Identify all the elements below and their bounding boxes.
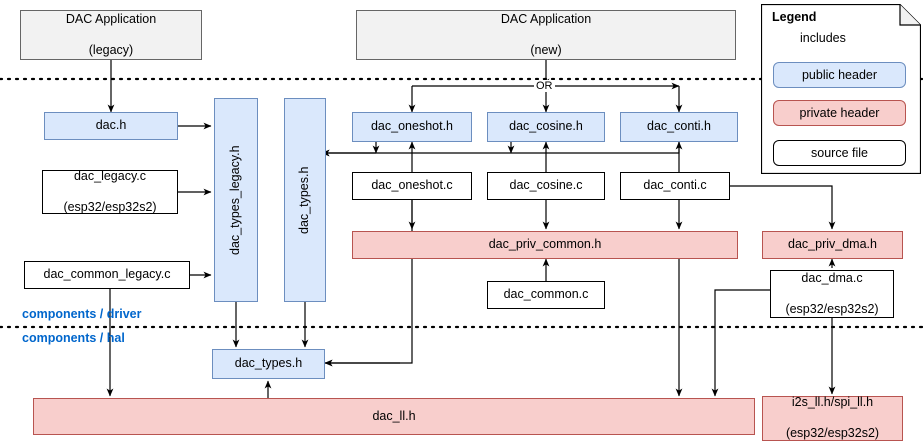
- node-label: dac_common.c: [503, 287, 589, 302]
- node-label: dac_cosine.h: [509, 119, 583, 134]
- node-dac-conti-h[interactable]: dac_conti.h: [620, 112, 738, 142]
- node-label: dac_ll.h: [372, 408, 416, 423]
- node-label: dac_types.h: [234, 356, 303, 371]
- node-dac-oneshot-c[interactable]: dac_oneshot.c: [352, 172, 472, 200]
- node-app-legacy[interactable]: DAC Application (legacy): [20, 10, 202, 60]
- legend-item-label: source file: [811, 146, 868, 160]
- node-i2s-spi-ll-h[interactable]: i2s_ll.h/spi_ll.h (esp32/esp32s2): [762, 395, 903, 441]
- zone-label-hal: components / hal: [22, 331, 125, 345]
- node-dac-dma-c[interactable]: dac_dma.c (esp32/esp32s2): [770, 270, 894, 318]
- node-sublabel: (legacy): [88, 42, 134, 57]
- legend-panel: [761, 4, 921, 174]
- edge-dac_oneshot_c-dac_types_h_hal: [324, 200, 413, 367]
- node-label: DAC Application: [500, 11, 592, 26]
- node-label: dac_conti.c: [643, 178, 707, 193]
- node-dac-types-h-hal[interactable]: dac_types.h: [212, 349, 325, 379]
- node-dac-common-legacy-c[interactable]: dac_common_legacy.c: [24, 261, 190, 289]
- node-dac-cosine-c[interactable]: dac_cosine.c: [487, 172, 605, 200]
- node-dac-oneshot-h[interactable]: dac_oneshot.h: [352, 112, 472, 142]
- legend-item-label: public header: [801, 68, 878, 82]
- node-dac-conti-c[interactable]: dac_conti.c: [620, 172, 730, 200]
- legend-item-source-file: source file: [773, 140, 906, 166]
- node-sublabel: (esp32/esp32s2): [63, 199, 157, 214]
- node-dac-ll-h[interactable]: dac_ll.h: [33, 398, 755, 435]
- node-label: dac.h: [95, 118, 127, 133]
- node-label: dac_oneshot.c: [371, 178, 453, 193]
- node-label: dac_legacy.c: [73, 168, 147, 183]
- legend-title: Legend: [772, 10, 817, 24]
- legend-item-public-header: public header: [773, 62, 906, 88]
- node-label: dac_priv_common.h: [488, 237, 602, 252]
- node-sublabel: (esp32/esp32s2): [785, 301, 879, 316]
- node-app-new[interactable]: DAC Application (new): [356, 10, 736, 60]
- node-label: dac_oneshot.h: [370, 119, 453, 134]
- node-label: dac_cosine.c: [509, 178, 583, 193]
- legend-item-label: private header: [799, 106, 880, 120]
- node-label: dac_types_legacy.h: [228, 145, 243, 255]
- node-dac-types-h-driver[interactable]: dac_types.h: [284, 98, 326, 302]
- node-label: dac_types.h: [297, 166, 312, 234]
- node-label: dac_common_legacy.c: [43, 267, 171, 282]
- node-label: dac_dma.c: [801, 270, 863, 285]
- zone-label-driver: components / driver: [22, 307, 142, 321]
- node-dac-legacy-c[interactable]: dac_legacy.c (esp32/esp32s2): [42, 168, 178, 214]
- legend-includes-label: includes: [800, 31, 846, 45]
- node-dac-types-legacy-h[interactable]: dac_types_legacy.h: [214, 98, 258, 302]
- node-dac-common-c[interactable]: dac_common.c: [487, 281, 605, 309]
- node-sublabel: (new): [530, 42, 562, 57]
- node-dac-cosine-h[interactable]: dac_cosine.h: [487, 112, 605, 142]
- node-dac-priv-common-h[interactable]: dac_priv_common.h: [352, 231, 738, 259]
- node-label: dac_conti.h: [647, 119, 711, 134]
- node-label: DAC Application: [65, 11, 157, 26]
- node-sublabel: (esp32/esp32s2): [785, 426, 880, 441]
- node-dac-h[interactable]: dac.h: [44, 112, 178, 140]
- legend-item-private-header: private header: [773, 100, 906, 126]
- or-label: OR: [534, 80, 555, 92]
- node-dac-priv-dma-h[interactable]: dac_priv_dma.h: [762, 231, 903, 259]
- edge-dac_conti_c-dac_priv_dma_h: [730, 185, 836, 230]
- edge-dac_dma_c-dac_ll_h: [711, 289, 772, 397]
- node-label: dac_priv_dma.h: [788, 237, 877, 252]
- node-label: i2s_ll.h/spi_ll.h: [791, 395, 874, 410]
